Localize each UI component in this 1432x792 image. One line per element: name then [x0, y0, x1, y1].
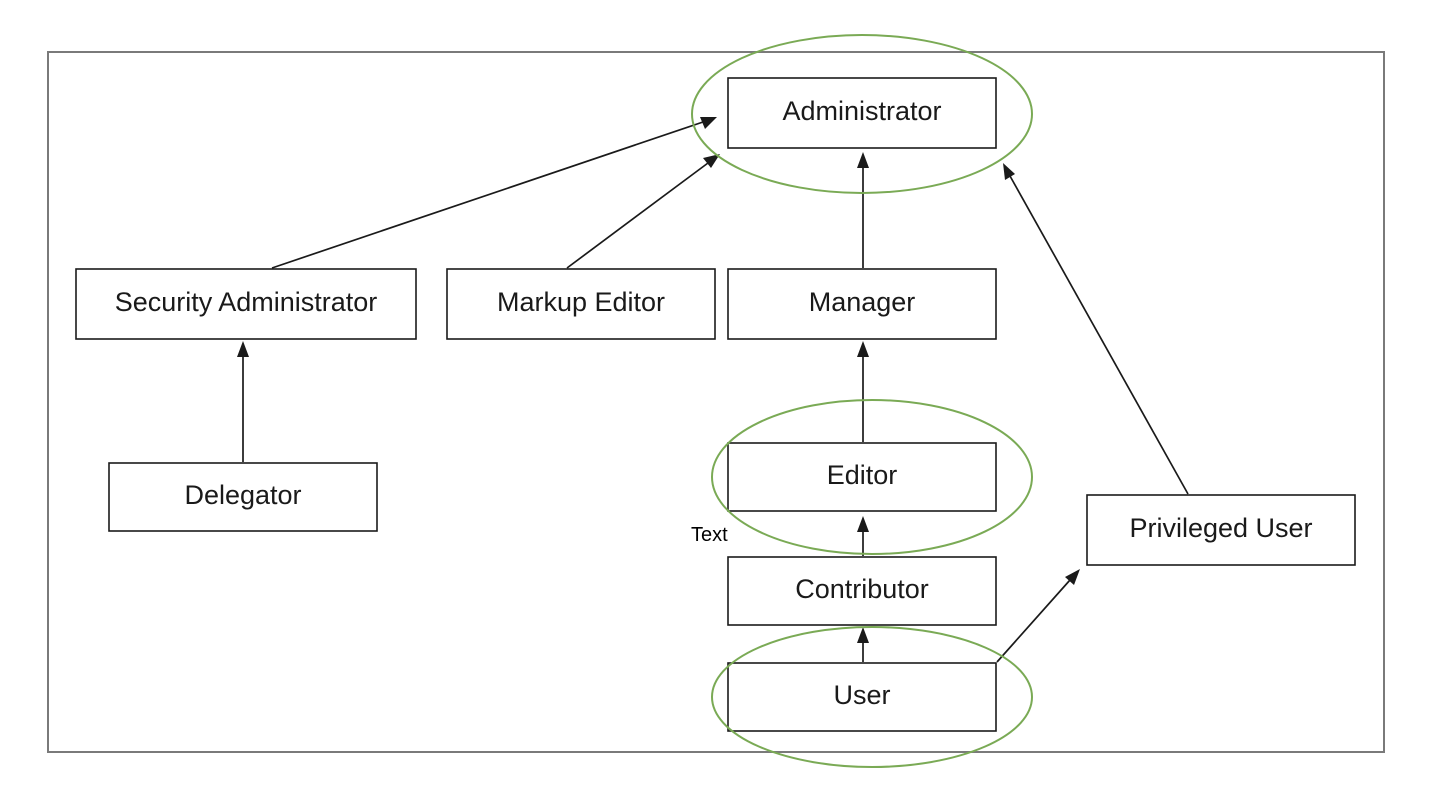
annotation-text: Text	[691, 524, 728, 546]
node-markup-editor[interactable]: Markup Editor	[446, 268, 716, 340]
edge-user-to-privileged-user	[996, 569, 1080, 663]
node-editor-label: Editor	[827, 460, 898, 490]
edge-user-to-contributor	[857, 627, 869, 662]
node-manager[interactable]: Manager	[727, 268, 997, 340]
edge-privileged-user-to-administrator	[1003, 163, 1189, 495]
highlight-ellipse-administrator	[691, 34, 1033, 194]
node-user[interactable]: User	[727, 662, 997, 732]
node-privileged-user-label: Privileged User	[1129, 513, 1312, 543]
node-user-label: User	[833, 680, 890, 710]
node-contributor[interactable]: Contributor	[727, 556, 997, 626]
edge-manager-to-administrator	[857, 152, 869, 268]
node-administrator-label: Administrator	[782, 96, 941, 126]
node-security-administrator[interactable]: Security Administrator	[75, 268, 417, 340]
node-privileged-user[interactable]: Privileged User	[1086, 494, 1356, 566]
highlight-ellipse-editor	[711, 399, 1033, 555]
highlight-ellipse-user	[711, 626, 1033, 768]
highlight-rings	[691, 34, 1033, 768]
diagram-frame	[47, 51, 1385, 753]
edge-contributor-to-editor	[857, 516, 869, 556]
node-contributor-label: Contributor	[795, 574, 929, 604]
edge-markup-editor-to-administrator	[566, 154, 720, 269]
node-administrator[interactable]: Administrator	[727, 77, 997, 149]
node-editor[interactable]: Editor	[727, 442, 997, 512]
node-manager-label: Manager	[809, 287, 916, 317]
edge-security-administrator-to-administrator	[271, 117, 717, 269]
node-delegator-label: Delegator	[184, 480, 301, 510]
edge-editor-to-manager	[857, 341, 869, 442]
node-markup-editor-label: Markup Editor	[497, 287, 665, 317]
node-delegator[interactable]: Delegator	[108, 462, 378, 532]
edge-delegator-to-security-administrator	[237, 341, 249, 462]
edges	[237, 117, 1189, 663]
node-security-administrator-label: Security Administrator	[115, 287, 378, 317]
